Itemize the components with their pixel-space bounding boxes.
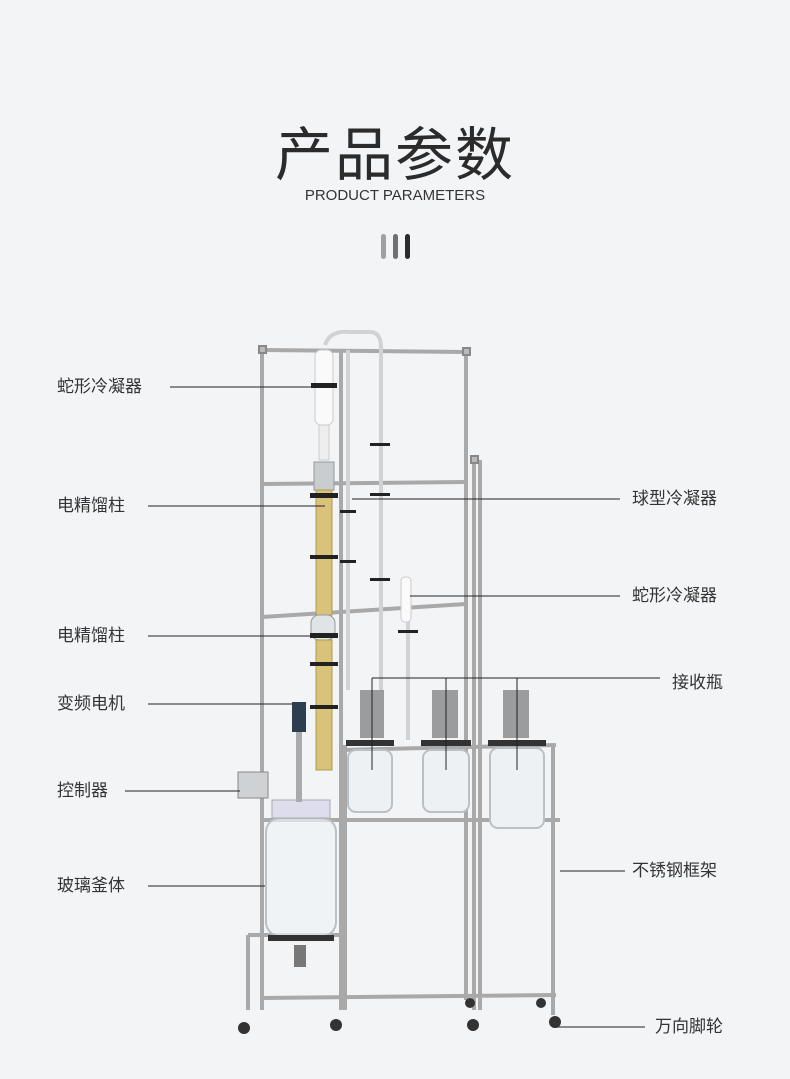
divider-bar <box>381 234 386 259</box>
divider-bar <box>393 234 398 259</box>
reactor-vessel <box>265 799 337 967</box>
page-title: 产品参数 <box>274 121 515 189</box>
label-distillation-column-upper: 电精馏柱 <box>57 496 125 516</box>
universal-casters <box>238 998 561 1034</box>
serpentine-condenser-top <box>311 349 337 461</box>
label-casters: 万向脚轮 <box>655 1017 723 1037</box>
label-distillation-column-lower: 电精馏柱 <box>57 626 125 646</box>
label-serpentine-condenser-left: 蛇形冷凝器 <box>57 377 142 397</box>
leader-lines <box>125 386 660 1028</box>
frame-top-cap <box>258 345 479 464</box>
label-controller: 控制器 <box>57 781 108 801</box>
clamps <box>340 443 418 633</box>
label-steel-frame: 不锈钢框架 <box>632 861 717 881</box>
label-ball-condenser: 球型冷凝器 <box>632 489 717 509</box>
label-variable-frequency-motor: 变频电机 <box>57 694 125 714</box>
label-serpentine-condenser-right: 蛇形冷凝器 <box>632 586 717 606</box>
divider-bar <box>405 234 410 259</box>
distillation-column <box>310 461 338 771</box>
title-divider-bars <box>381 234 410 259</box>
serpentine-condenser-small <box>400 576 412 623</box>
variable-frequency-motor <box>292 702 306 802</box>
label-glass-reactor: 玻璃釜体 <box>57 876 125 896</box>
controller-box <box>237 771 269 799</box>
glass-tubes <box>323 329 410 740</box>
page-subtitle: PRODUCT PARAMETERS <box>304 187 486 204</box>
label-receiving-flask: 接收瓶 <box>672 673 723 693</box>
